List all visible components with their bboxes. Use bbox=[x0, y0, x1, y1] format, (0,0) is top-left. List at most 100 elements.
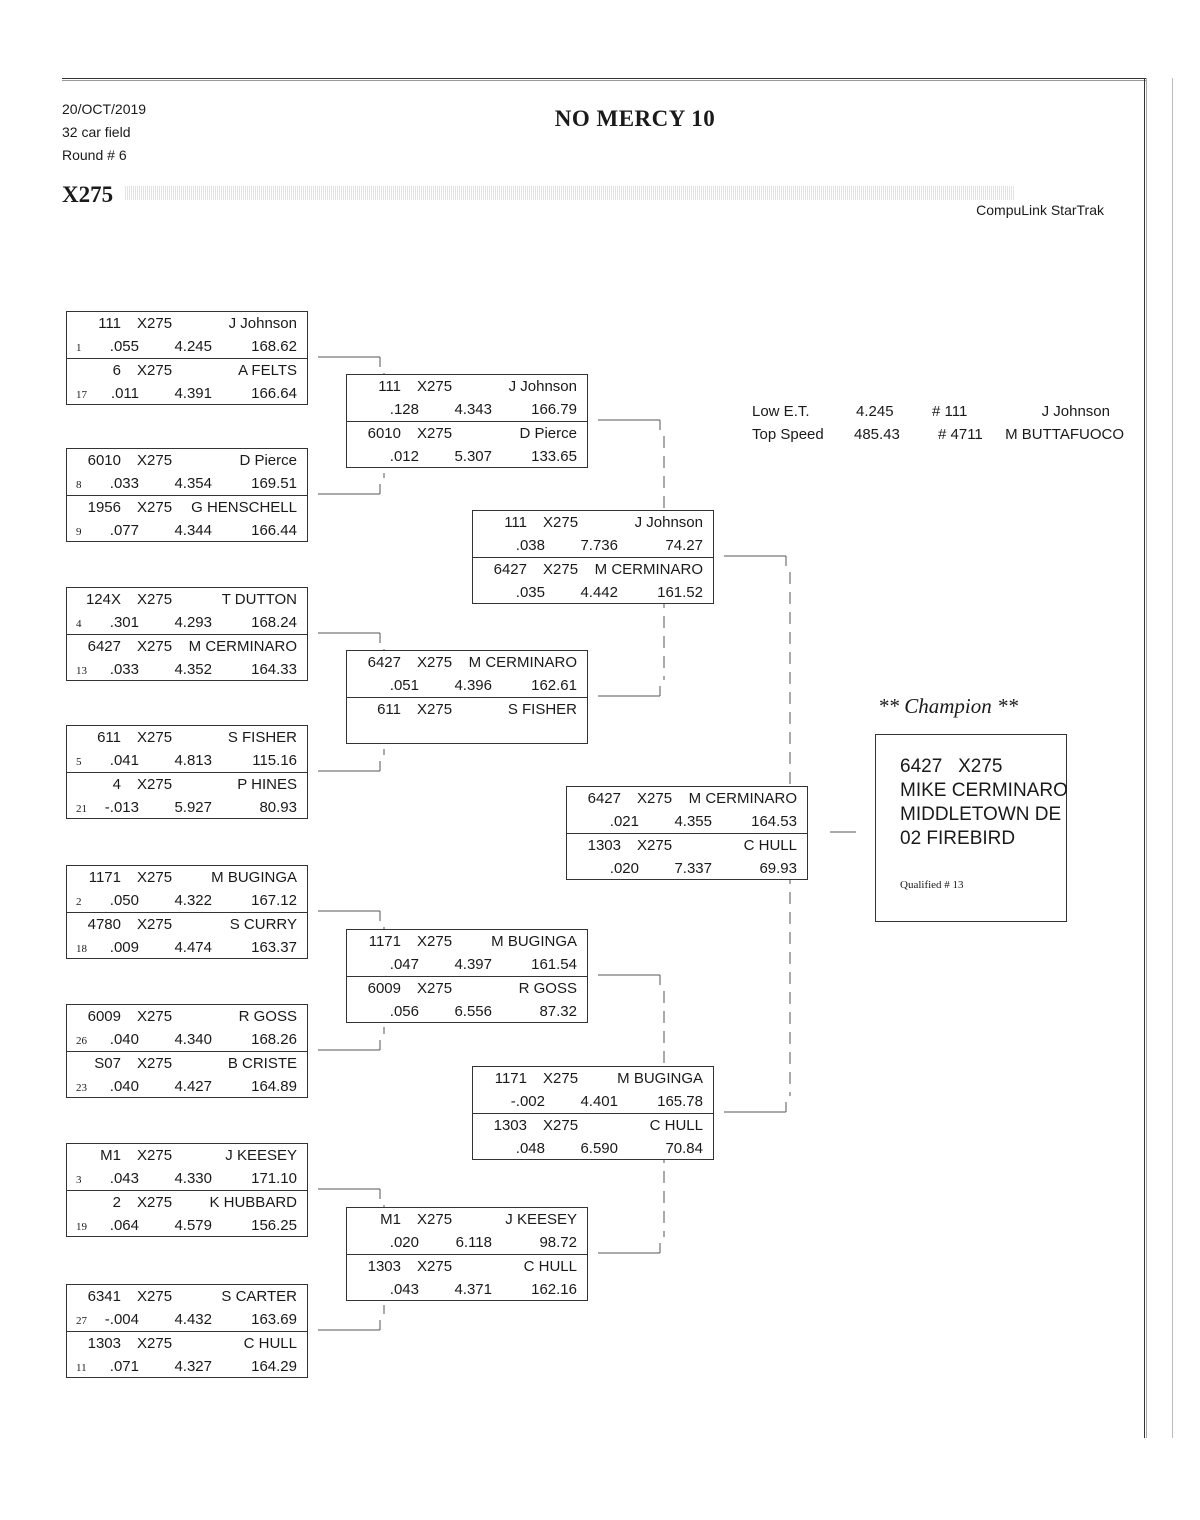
driver-name: J Johnson bbox=[508, 378, 577, 395]
driver-name: M CERMINARO bbox=[468, 654, 577, 671]
elapsed-time: 4.813 bbox=[174, 752, 212, 769]
car-number: S07 bbox=[94, 1055, 121, 1072]
driver-name: C HULL bbox=[243, 1335, 297, 1352]
reaction-time: .035 bbox=[515, 584, 545, 601]
top-speed-value: 485.43 bbox=[854, 426, 900, 443]
car-class: X275 bbox=[137, 729, 173, 746]
elapsed-time: 4.442 bbox=[580, 584, 618, 601]
car-class: X275 bbox=[543, 1070, 579, 1087]
car-class: X275 bbox=[137, 776, 173, 793]
driver-name: R GOSS bbox=[518, 980, 577, 997]
driver-name: S CARTER bbox=[221, 1288, 297, 1305]
driver-name: J KEESEY bbox=[505, 1211, 577, 1228]
trap-speed: 169.51 bbox=[251, 475, 297, 492]
elapsed-time: 4.474 bbox=[174, 939, 212, 956]
car-number: 611 bbox=[97, 729, 121, 746]
qualifying-seed: 1 bbox=[76, 342, 82, 354]
elapsed-time: 6.590 bbox=[580, 1140, 618, 1157]
elapsed-time: 4.391 bbox=[174, 385, 212, 402]
car-class: X275 bbox=[417, 378, 453, 395]
car-number: 111 bbox=[98, 315, 121, 332]
driver-name: C HULL bbox=[743, 837, 797, 854]
reaction-time: .048 bbox=[515, 1140, 545, 1157]
trap-speed: 98.72 bbox=[539, 1234, 577, 1251]
reaction-time: .021 bbox=[609, 813, 639, 830]
car-number: 6427 bbox=[367, 654, 401, 671]
top-speed-label: Top Speed bbox=[752, 426, 824, 443]
elapsed-time: 4.293 bbox=[174, 614, 212, 631]
qualifying-seed: 11 bbox=[76, 1362, 87, 1374]
champion-box: 6427 X275 MIKE CERMINARO MIDDLETOWN DE 0… bbox=[875, 734, 1068, 922]
elapsed-time: 4.432 bbox=[174, 1311, 212, 1328]
class-divider-bar bbox=[125, 186, 1015, 200]
car-number: 124X bbox=[85, 591, 121, 608]
low-et-row: Low E.T. 4.245 # 111 J Johnson bbox=[752, 400, 1132, 423]
trap-speed: 166.79 bbox=[531, 401, 577, 418]
reaction-time: .033 bbox=[109, 475, 139, 492]
car-class: X275 bbox=[137, 1335, 173, 1352]
elapsed-time: 4.352 bbox=[174, 661, 212, 678]
car-number: 1171 bbox=[88, 869, 121, 886]
driver-name: D Pierce bbox=[519, 425, 577, 442]
trap-speed: 161.52 bbox=[657, 584, 703, 601]
car-class: X275 bbox=[417, 701, 453, 718]
qualifying-seed: 18 bbox=[76, 943, 87, 955]
field-size: 32 car field bbox=[62, 124, 131, 140]
reaction-time: .041 bbox=[109, 752, 139, 769]
reaction-time: .064 bbox=[109, 1217, 139, 1234]
reaction-time: .043 bbox=[109, 1170, 139, 1187]
car-number: 1171 bbox=[494, 1070, 527, 1087]
reaction-time: -.004 bbox=[104, 1311, 139, 1328]
car-class: X275 bbox=[417, 654, 453, 671]
driver-name: S FISHER bbox=[507, 701, 577, 718]
class-title: X275 bbox=[62, 182, 114, 207]
car-number: 2 bbox=[112, 1194, 121, 1211]
car-class: X275 bbox=[137, 916, 173, 933]
reaction-time: .047 bbox=[389, 956, 419, 973]
trap-speed: 164.89 bbox=[251, 1078, 297, 1095]
champion-vehicle: 02 FIREBIRD bbox=[900, 828, 1016, 849]
car-class: X275 bbox=[137, 315, 173, 332]
driver-name: J Johnson bbox=[228, 315, 297, 332]
qualifying-seed: 8 bbox=[76, 479, 82, 491]
driver-name: J KEESEY bbox=[225, 1147, 297, 1164]
trap-speed: 168.24 bbox=[251, 614, 297, 631]
champion-label: ** Champion ** bbox=[878, 694, 1019, 718]
car-class: X275 bbox=[417, 933, 453, 950]
reaction-time: .056 bbox=[389, 1003, 419, 1020]
trap-speed: 156.25 bbox=[251, 1217, 297, 1234]
trap-speed: 166.64 bbox=[251, 385, 297, 402]
reaction-time: .301 bbox=[109, 614, 139, 631]
elapsed-time: 6.118 bbox=[455, 1234, 492, 1251]
